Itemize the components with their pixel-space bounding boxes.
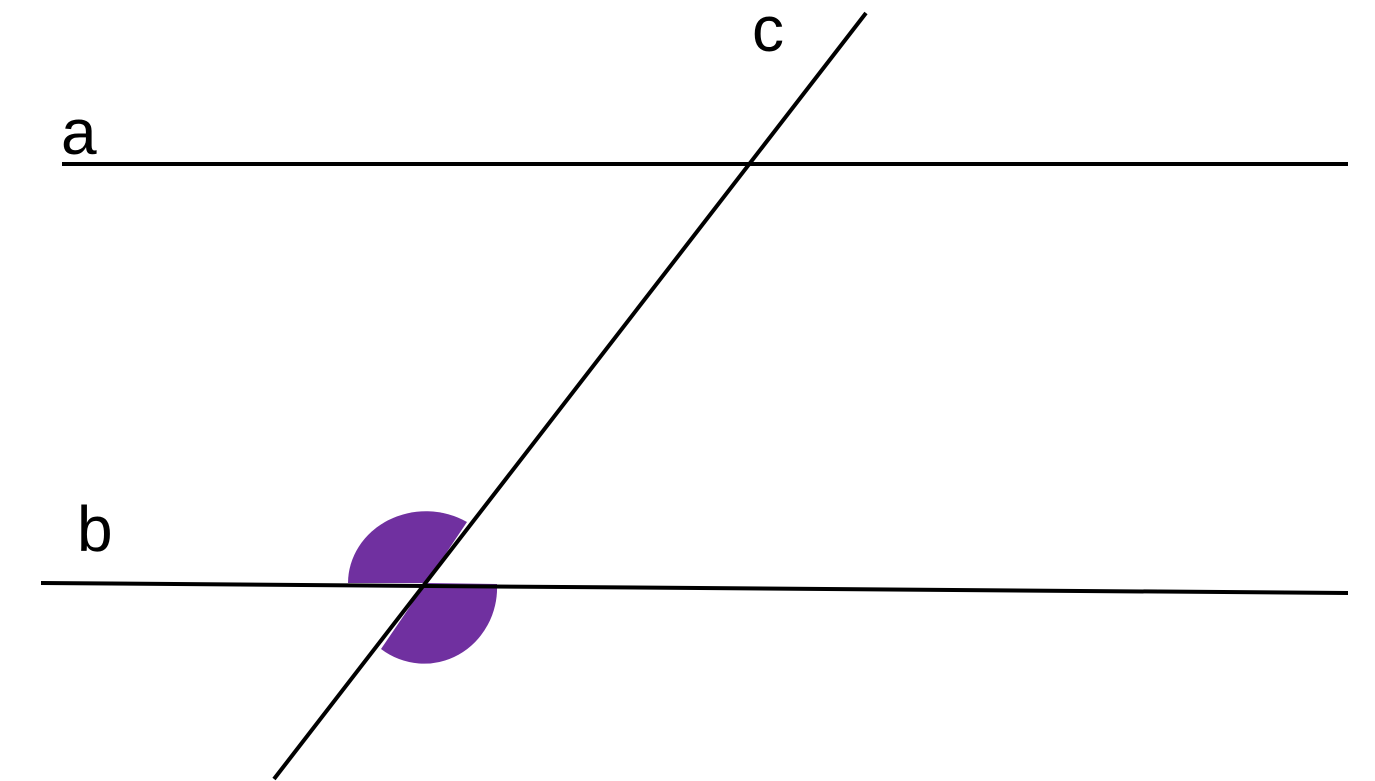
- line-c-transversal: [272, 11, 868, 781]
- angle-mark-lower-right: [381, 583, 498, 664]
- label-b: b: [77, 493, 113, 565]
- angle-mark-upper-left: [348, 511, 467, 583]
- line-b: [40, 581, 1349, 595]
- label-a: a: [61, 96, 97, 168]
- label-c: c: [752, 0, 784, 65]
